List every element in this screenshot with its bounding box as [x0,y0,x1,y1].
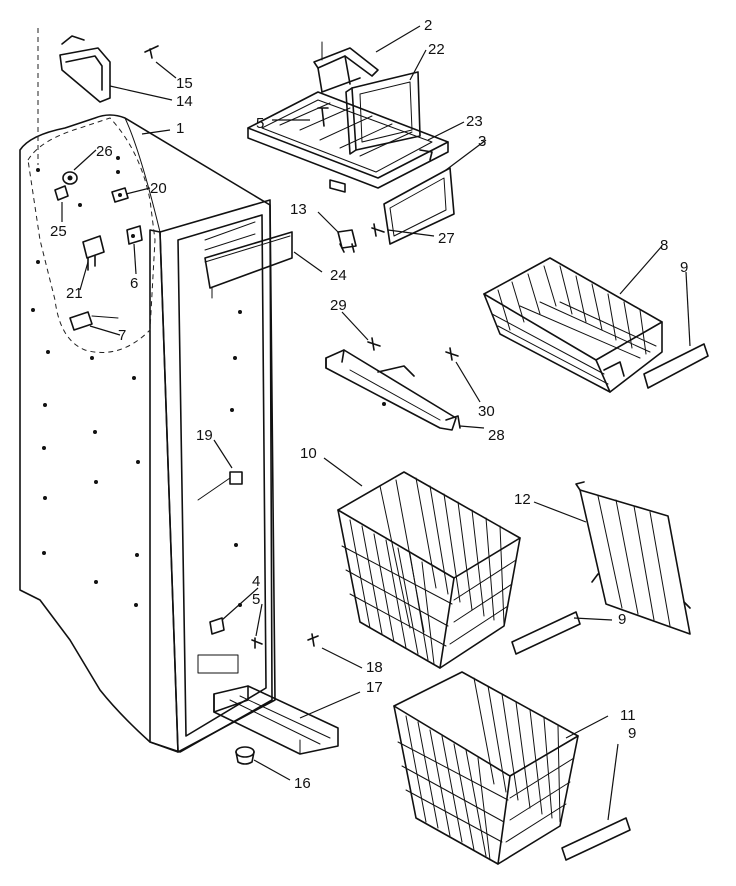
callout-28: 28 [488,427,505,444]
callout-29: 29 [330,297,347,314]
basket-10 [337,471,521,669]
callout-26: 26 [96,143,113,160]
clip-13 [337,229,357,253]
stop-19 [197,471,243,501]
callout-23: 23 [466,113,483,130]
clip-4 [209,617,225,635]
callout-4: 4 [252,573,260,590]
divider-12 [575,481,691,635]
screw-29 [367,337,381,351]
cover-3 [383,167,455,245]
leveling-foot-16 [235,746,255,765]
strip-9-lower [561,817,631,861]
callout-3: 3 [478,133,486,150]
callout-12: 12 [514,491,531,508]
callout-17: 17 [366,679,383,696]
callout-15: 15 [176,75,193,92]
leader-lines [61,25,691,821]
callout-8: 8 [660,237,668,254]
socket-20 [111,187,129,203]
part-7 [69,311,119,331]
screw-18 [307,633,319,647]
callout-25: 25 [50,223,67,240]
callout-5a: 5 [256,115,264,132]
bracket-2 [313,41,379,93]
callout-24: 24 [330,267,347,284]
callout-21: 21 [66,285,83,302]
callout-7: 7 [118,327,126,344]
screw-30 [445,347,459,361]
callout-10: 10 [300,445,317,462]
callout-13: 13 [290,201,307,218]
callout-18: 18 [366,659,383,676]
callout-20: 20 [150,180,167,197]
callout-19: 19 [196,427,213,444]
screw-5 [251,637,263,649]
trim-strip-24 [204,231,293,299]
callout-27: 27 [438,230,455,247]
screw-27 [371,223,385,237]
callout-1: 1 [176,120,184,137]
callout-labels: 1 2 3 4 5 5 6 7 8 9 9 9 10 11 12 13 14 1… [50,17,688,792]
callout-16: 16 [294,775,311,792]
basket-8 [483,257,663,393]
callout-9b: 9 [618,611,626,628]
basket-11 [393,671,579,865]
panel-22 [345,71,421,155]
callout-11: 11 [620,707,636,724]
switch-26 [62,171,78,185]
callout-22: 22 [428,41,445,58]
callout-9a: 9 [680,259,688,276]
callout-6: 6 [130,275,138,292]
ice-bucket-tray-23 [247,91,449,193]
grille-17 [213,685,339,755]
strip-9-middle [511,611,581,655]
bulb-25 [54,185,69,201]
screw-5-upper [317,107,329,127]
callout-30: 30 [478,403,495,420]
thermostat-21 [82,235,105,271]
callout-5b: 5 [252,591,260,608]
callout-14: 14 [176,93,193,110]
mounting-holes [31,156,242,607]
freezer-liner [19,114,276,753]
control-6 [126,225,143,245]
strip-9-upper [643,343,709,389]
screw-15 [144,45,159,59]
callout-2: 2 [424,17,432,34]
rail-28 [325,349,461,431]
door-hinge-bracket [59,35,111,103]
callout-9c: 9 [628,725,636,742]
